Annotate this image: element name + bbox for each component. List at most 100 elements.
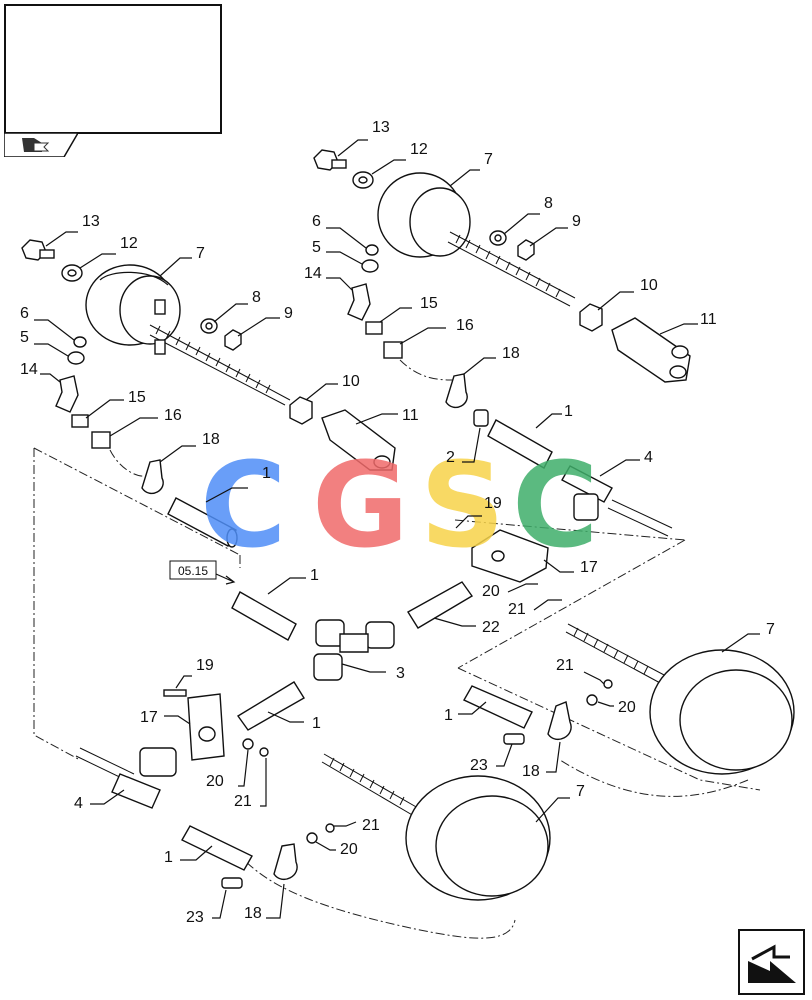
- callout-5: 5: [20, 329, 29, 346]
- clip-18-right: [445, 373, 468, 408]
- callout-1-lower-middle: 1: [312, 715, 321, 732]
- tee-fitting-4-lower: [75, 747, 177, 809]
- callout-10: 10: [342, 373, 360, 390]
- actuator-lower-left: [321, 753, 551, 901]
- callout-2: 2: [446, 449, 455, 466]
- hose-1-lower-middle: [236, 681, 305, 731]
- actuator-lower-right: [565, 623, 795, 775]
- oring-5-right: [361, 259, 379, 273]
- callout-14: 14: [20, 361, 38, 378]
- callout-21-lower: 21: [234, 793, 252, 810]
- fitting-16-right: [383, 341, 403, 359]
- elbow-14-right: [347, 283, 371, 321]
- callout-11-right: 11: [700, 311, 717, 328]
- callout-1-lower-left: 1: [164, 849, 173, 866]
- actuator-right-upper: [377, 172, 576, 307]
- nut-21-right: [603, 679, 613, 689]
- callouts: 13 12 7 8 9 6 5 14 15 16 10 11 18 1 2 4 …: [20, 119, 775, 926]
- nut-21-lower-right: [325, 823, 335, 833]
- callout-12-right: 12: [410, 141, 428, 158]
- callout-11: 11: [402, 407, 419, 424]
- clevis-11-right: [611, 317, 691, 383]
- clip-18-lower-left: [273, 843, 298, 880]
- hose-1-middle: [231, 591, 297, 641]
- callout-4: 4: [644, 449, 653, 466]
- callout-20-right: 20: [618, 699, 636, 716]
- nut-9-right: [517, 239, 535, 261]
- callout-19-lower: 19: [196, 657, 214, 674]
- clip-18-left: [141, 459, 164, 494]
- callout-10-right: 10: [640, 277, 658, 294]
- book-arrow-icon: [22, 138, 50, 152]
- callout-21: 21: [508, 601, 526, 618]
- callout-4-lower: 4: [74, 795, 83, 812]
- hose-1-left: [167, 497, 238, 548]
- callout-6: 6: [20, 305, 29, 322]
- nut-21-lower: [259, 747, 269, 757]
- callout-6-right: 6: [312, 213, 321, 230]
- clip-18-lower-right: [547, 701, 572, 740]
- spacer-2: [473, 409, 489, 427]
- callout-8-right: 8: [544, 195, 553, 212]
- callout-17: 17: [580, 559, 598, 576]
- callout-19: 19: [484, 495, 502, 512]
- callout-18-lower-left: 18: [244, 905, 262, 922]
- callout-1: 1: [262, 465, 271, 482]
- nut-10-left: [289, 396, 313, 425]
- callout-7: 7: [196, 245, 205, 262]
- reference-tag-text: 05.15: [178, 564, 208, 578]
- hose-22: [407, 581, 474, 629]
- callout-18-right: 18: [502, 345, 520, 362]
- watermark-letter-2: G: [312, 436, 409, 574]
- watermark-letter-3: S: [420, 436, 505, 574]
- callout-15: 15: [128, 389, 146, 406]
- actuator-left-upper: [85, 264, 291, 406]
- callout-7-right: 7: [484, 151, 493, 168]
- elbow-14-left: [55, 375, 79, 413]
- callout-20: 20: [482, 583, 500, 600]
- bolt-13-right: [313, 149, 347, 171]
- hose-1-lower-right: [463, 685, 533, 729]
- bolt-13-left: [21, 239, 55, 261]
- washer-12-left: [61, 264, 83, 282]
- nut-10-right: [579, 303, 603, 332]
- callout-8: 8: [252, 289, 261, 306]
- bracket-17-lower: [187, 693, 225, 761]
- callout-23-lower-left: 23: [186, 909, 204, 926]
- tee-fitting-3: [313, 619, 395, 681]
- bolt-19-lower: [163, 689, 187, 697]
- callout-22: 22: [482, 619, 500, 636]
- callout-15-right: 15: [420, 295, 438, 312]
- watermark: C G S C: [200, 436, 599, 574]
- callout-3: 3: [396, 665, 405, 682]
- callout-21-right: 21: [556, 657, 574, 674]
- callout-5-right: 5: [312, 239, 321, 256]
- callout-18: 18: [202, 431, 220, 448]
- callout-9-right: 9: [572, 213, 581, 230]
- callout-14-right: 14: [304, 265, 322, 282]
- watermark-letter-1: C: [200, 436, 287, 574]
- callout-1-right: 1: [564, 403, 573, 420]
- tee-fitting-4-upper: [561, 465, 673, 537]
- washer-20-lower: [242, 738, 254, 750]
- bolt-23-lower-left: [221, 877, 243, 889]
- washer-12-right: [352, 171, 374, 189]
- reference-tab: [4, 133, 78, 157]
- washer-8-left: [200, 318, 218, 334]
- callout-20-lower-right: 20: [340, 841, 358, 858]
- callout-13: 13: [82, 213, 100, 230]
- callout-7-lower-right: 7: [766, 621, 775, 638]
- washer-8-right: [489, 230, 507, 246]
- callout-21-lower-right: 21: [362, 817, 380, 834]
- callout-18-lower-right: 18: [522, 763, 540, 780]
- next-page-button[interactable]: [738, 929, 805, 995]
- reference-tag-box[interactable]: 05.15: [169, 560, 236, 585]
- washer-20-right: [586, 694, 598, 706]
- callout-1-lower-right: 1: [444, 707, 453, 724]
- seal-6-right: [365, 244, 379, 256]
- harness-dashed-lines: [33, 359, 761, 939]
- callout-12: 12: [120, 235, 138, 252]
- oring-5-left: [67, 351, 85, 365]
